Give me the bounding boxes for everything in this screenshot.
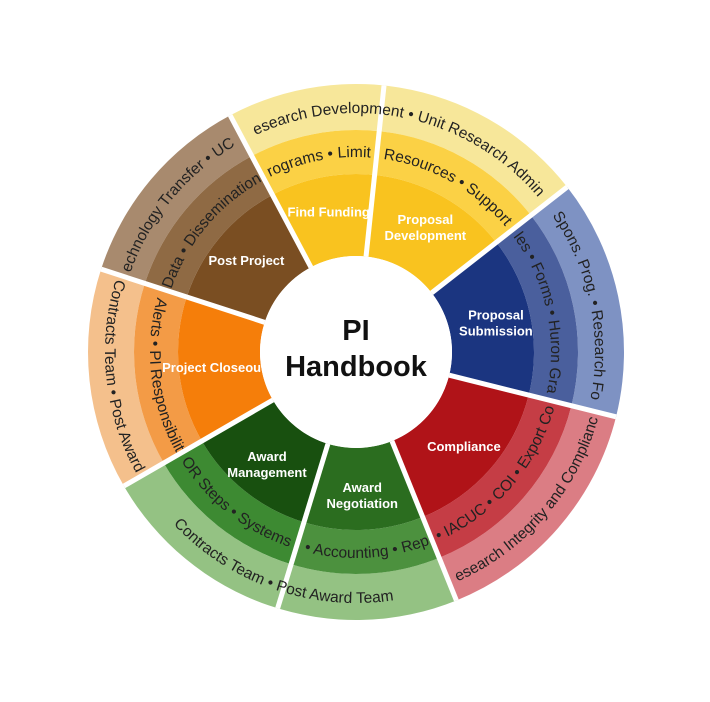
center-title-line2: Handbook [285,351,428,383]
inner-segment-6 [133,283,202,463]
phase-label-6: Project Closeout [162,360,266,375]
separator-line [275,443,331,610]
outer-segment-7 [101,115,252,284]
outer-segment-3 [439,405,617,601]
inner-ring [133,130,578,575]
center-circle [260,256,452,448]
core-segment-1 [366,174,497,293]
phase-label-4: Award [342,480,382,495]
inner-segment-5 [163,441,304,565]
phase-label-5: Award [247,449,287,464]
core-segment-4 [303,441,423,530]
inner-segment-2 [496,215,578,406]
phase-label-2: Proposal [468,307,524,322]
outer-segment-2 [530,187,624,417]
phase-label-4: Negotiation [326,496,398,511]
separator-line [122,397,275,489]
inner-segment-4 [291,517,440,575]
outer-segment-5 [123,463,457,621]
inner-segment-7 [144,155,273,297]
core-segment-2 [431,242,534,396]
phase-label-1: Proposal [398,212,454,227]
outer-segment-0 [230,84,568,216]
phase-label-0: Find Funding [288,205,370,220]
center-hub: PI Handbook [260,256,452,448]
separator-line [448,372,617,420]
separator-line [389,440,459,602]
inner-segment-1 [374,131,531,243]
outer-ring [87,84,624,621]
core-segment-3 [391,375,529,518]
separator-line [430,185,569,295]
outer-segment-6 [87,269,164,486]
core-segment-6 [177,296,273,441]
core-segment-7 [186,194,311,323]
separator-line [100,266,266,325]
inner-segment-3 [422,395,572,558]
segment-separators [100,85,617,610]
separator-line [363,85,387,257]
center-title-line1: PI [342,315,369,347]
phase-label-3: Compliance [427,439,501,454]
core-segment-0 [272,174,375,268]
core-ring [177,174,534,530]
phase-label-7: Post Project [209,253,286,268]
core-segment-5 [201,400,328,523]
phase-label-1: Development [385,228,467,243]
phase-label-2: Submission [459,323,533,338]
inner-segment-0 [251,130,380,195]
separator-line [227,114,314,269]
phase-label-5: Management [227,465,307,480]
